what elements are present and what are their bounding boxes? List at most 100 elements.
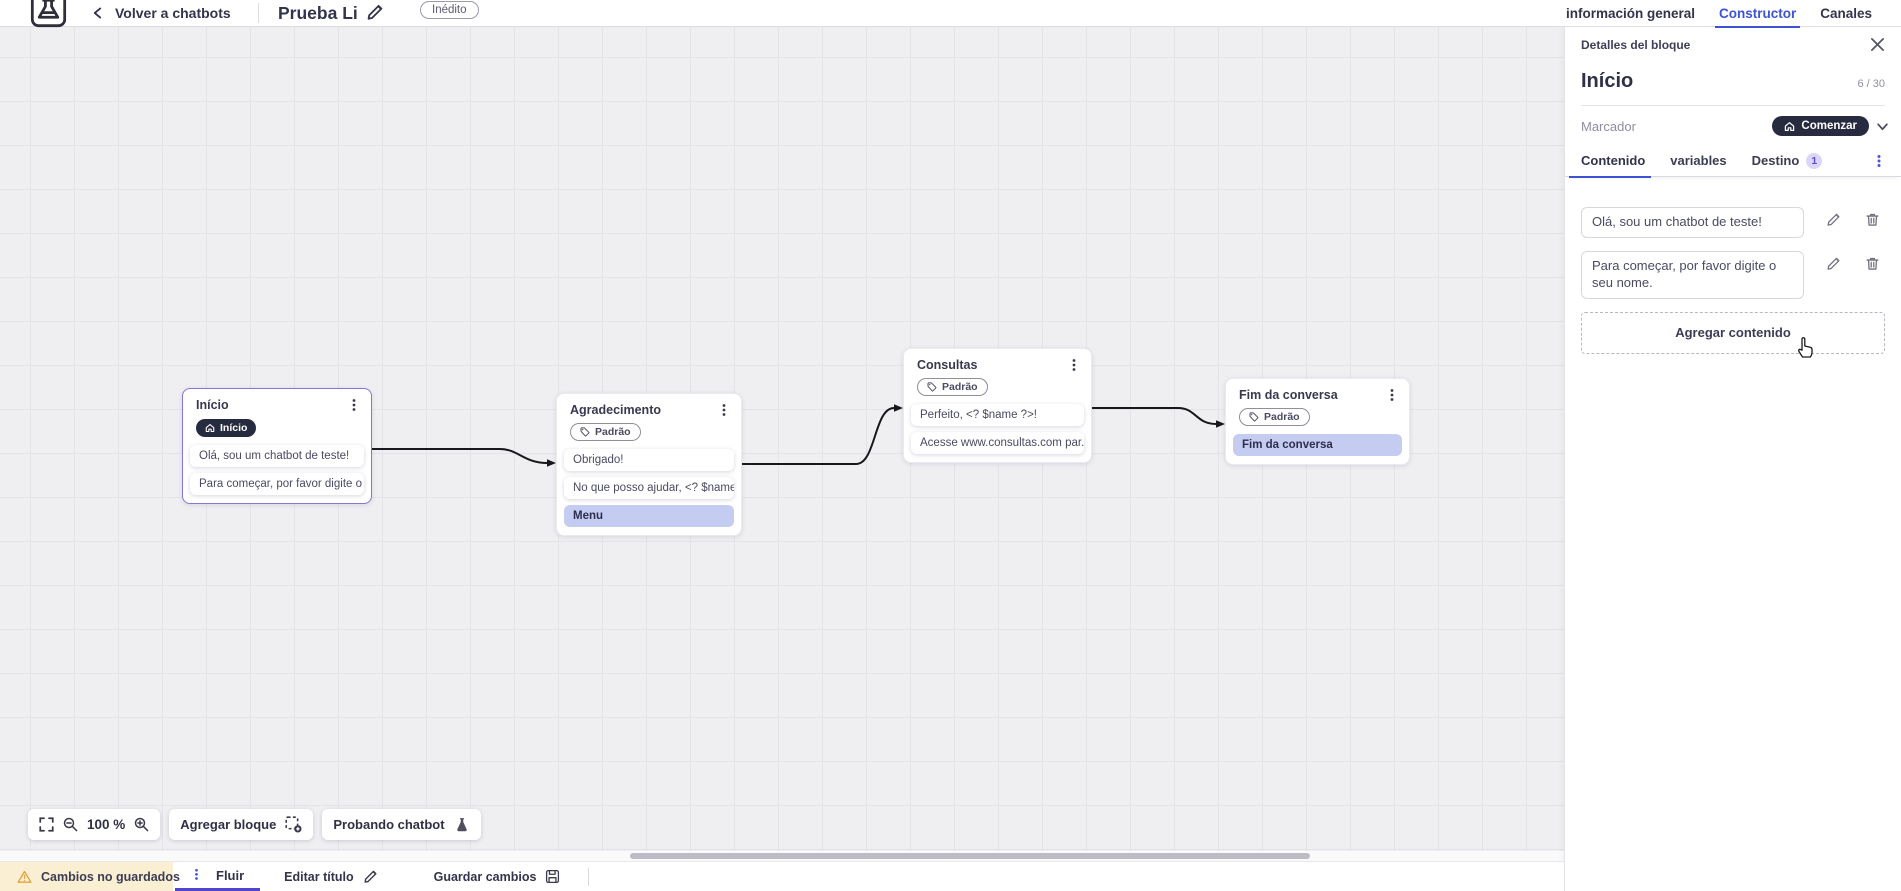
flow-tab-fluir[interactable]: Fluir <box>175 862 261 891</box>
edit-title-pencil-icon[interactable] <box>366 3 384 21</box>
back-label: Volver a chatbots <box>115 5 231 21</box>
content-text-field[interactable]: Para começar, por favor digite o seu nom… <box>1581 250 1804 299</box>
unsaved-changes-banner: Cambios no guardados <box>0 862 180 891</box>
save-changes-button[interactable]: Guardar cambios <box>434 869 561 884</box>
tab-contenido[interactable]: Contenido <box>1568 145 1652 178</box>
block-counter: 6 / 30 <box>1857 78 1885 90</box>
content-row: Para começar, por favor digite o seu nom… <box>1581 250 1885 299</box>
delete-content-trash-icon[interactable] <box>1865 256 1880 271</box>
tab-variables[interactable]: variables <box>1670 153 1727 168</box>
marker-value-pill[interactable]: Comenzar <box>1772 116 1869 136</box>
block-title: Fim da conversa <box>1239 388 1338 402</box>
block-kebab-icon[interactable] <box>1068 358 1080 372</box>
flow-block-inicio[interactable]: Início Início Olá, sou um chatbot de tes… <box>182 388 372 504</box>
flow-block-fim-da-conversa[interactable]: Fim da conversa Padrão Fim da conversa <box>1225 378 1410 465</box>
chatbot-title: Prueba Li <box>278 2 358 23</box>
header-divider <box>258 3 259 23</box>
block-title: Agradecimento <box>570 403 661 417</box>
edit-title-label: Editar título <box>284 869 354 884</box>
pencil-icon <box>363 869 378 884</box>
zoom-level: 100 % <box>87 817 126 832</box>
house-icon <box>1785 121 1795 131</box>
edit-title-button[interactable]: Editar título <box>284 869 377 884</box>
panel-title: Detalles del bloque <box>1581 37 1691 52</box>
destino-count-badge: 1 <box>1806 152 1823 169</box>
block-tag-chip[interactable]: Padrão <box>1239 408 1310 426</box>
panel-kebab-icon[interactable] <box>1873 154 1885 168</box>
block-content-row[interactable]: Obrigado! <box>564 449 734 471</box>
block-content-row[interactable]: Olá, sou um chatbot de teste! <box>190 445 364 467</box>
content-row: Olá, sou um chatbot de teste! <box>1581 207 1885 238</box>
back-to-chatbots-button[interactable]: Volver a chatbots <box>92 0 231 26</box>
add-block-icon <box>285 816 302 833</box>
zoom-out-icon[interactable] <box>63 817 78 832</box>
block-title: Início <box>196 398 229 412</box>
warning-triangle-icon <box>17 870 32 884</box>
add-block-label: Agregar bloque <box>180 817 277 832</box>
panel-divider <box>1581 105 1885 106</box>
house-icon <box>205 423 215 433</box>
block-kebab-icon[interactable] <box>348 398 360 412</box>
chevron-down-icon[interactable] <box>1876 120 1889 133</box>
flow-tab-kebab-icon[interactable] <box>191 868 202 882</box>
save-icon <box>545 869 560 884</box>
block-content-row[interactable]: Perfeito, <? $name ?>! <box>911 404 1084 426</box>
unsaved-label: Cambios no guardados <box>41 869 180 884</box>
start-marker-pill[interactable]: Início <box>196 419 257 437</box>
edit-content-pencil-icon[interactable] <box>1826 256 1841 271</box>
tab-constructor[interactable]: Constructor <box>1715 0 1801 28</box>
tag-icon <box>1249 412 1259 422</box>
start-pill-label: Início <box>220 422 248 434</box>
marker-label: Marcador <box>1581 118 1636 134</box>
horizontal-scrollbar-thumb[interactable] <box>630 853 1310 859</box>
horizontal-scrollbar-track <box>0 851 1564 861</box>
block-kebab-icon[interactable] <box>718 403 730 417</box>
test-chatbot-label: Probando chatbot <box>333 817 445 832</box>
flow-canvas[interactable]: Início Início Olá, sou um chatbot de tes… <box>0 27 1564 861</box>
close-icon[interactable] <box>1870 37 1885 52</box>
flow-tab-label: Fluir <box>216 867 245 883</box>
marker-value-label: Comenzar <box>1801 120 1857 132</box>
flow-block-agradecimento[interactable]: Agradecimento Padrão Obrigado! No que po… <box>556 393 742 536</box>
add-content-button[interactable]: Agregar contenido <box>1581 311 1885 354</box>
block-kebab-icon[interactable] <box>1386 388 1398 402</box>
save-changes-label: Guardar cambios <box>433 869 537 884</box>
fullscreen-icon[interactable] <box>39 817 54 832</box>
chevron-left-icon <box>92 6 103 20</box>
block-end-row[interactable]: Fim da conversa <box>1233 434 1402 456</box>
panel-tabs: Contenido variables Destino 1 <box>1565 145 1901 178</box>
flask-icon <box>454 817 470 833</box>
status-badge: Inédito <box>420 1 479 19</box>
edit-content-pencil-icon[interactable] <box>1826 212 1841 227</box>
app-logo-flask-icon <box>30 0 67 28</box>
block-tag-chip[interactable]: Padrão <box>917 378 988 396</box>
block-tag-label: Padrão <box>595 426 631 438</box>
tag-icon <box>927 382 937 392</box>
test-chatbot-button[interactable]: Probando chatbot <box>322 809 481 840</box>
tab-informacion-general[interactable]: información general <box>1566 6 1696 21</box>
tag-icon <box>580 427 590 437</box>
block-menu-row[interactable]: Menu <box>564 505 734 527</box>
block-tag-label: Padrão <box>1264 411 1300 423</box>
top-tabs: información general Constructor Canales <box>1566 0 1873 28</box>
footer-divider <box>588 867 590 886</box>
delete-content-trash-icon[interactable] <box>1865 212 1880 227</box>
top-bar: Volver a chatbots Prueba Li Inédito info… <box>0 0 1901 28</box>
add-block-button[interactable]: Agregar bloque <box>169 809 314 840</box>
block-content-row[interactable]: Para começar, por favor digite o ... <box>190 473 364 495</box>
tab-canales[interactable]: Canales <box>1820 6 1873 21</box>
tab-destino-label: Destino <box>1751 153 1800 168</box>
block-tag-label: Padrão <box>942 381 978 393</box>
content-text-field[interactable]: Olá, sou um chatbot de teste! <box>1581 207 1804 238</box>
zoom-controls: 100 % <box>28 809 161 840</box>
block-tag-chip[interactable]: Padrão <box>570 423 641 441</box>
tab-destino[interactable]: Destino 1 <box>1752 145 1823 177</box>
content-list: Olá, sou um chatbot de teste! Para começ… <box>1565 177 1901 299</box>
block-details-panel: Detalles del bloque Início 6 / 30 Marcad… <box>1564 27 1901 891</box>
flow-block-consultas[interactable]: Consultas Padrão Perfeito, <? $name ?>! … <box>903 348 1092 463</box>
zoom-in-icon[interactable] <box>134 817 149 832</box>
selected-block-title: Início <box>1581 70 1634 92</box>
block-content-row[interactable]: No que posso ajudar, <? $name ... <box>564 477 734 499</box>
block-content-row[interactable]: Acesse www.consultas.com par... <box>911 432 1084 454</box>
